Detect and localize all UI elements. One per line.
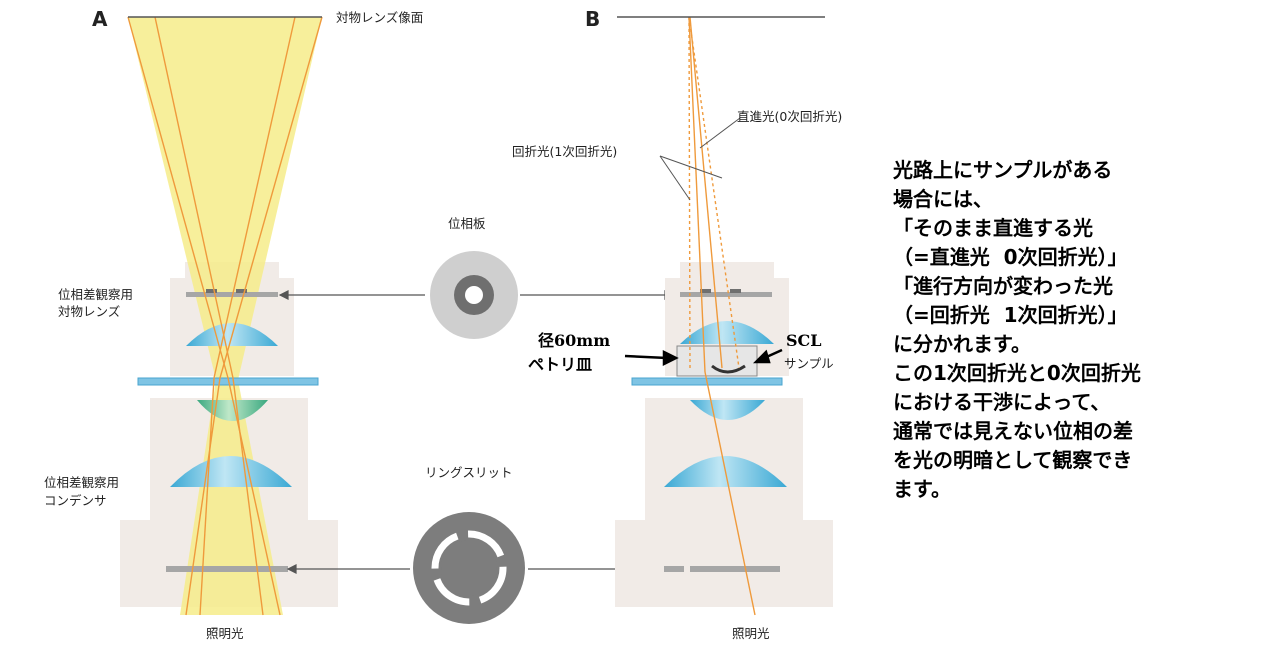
condenser-front-lens-b (690, 400, 765, 420)
phase-ring-a-right (236, 289, 247, 293)
condenser-lens-a (170, 456, 292, 487)
light-cone-a-upper (128, 17, 322, 380)
ring-slit-center (441, 540, 497, 596)
explanation-line: （=回折光 1次回折光）」 (893, 303, 1128, 327)
illumination-label-b: 照明光 (732, 626, 770, 641)
phase-plate-label: 位相板 (448, 216, 486, 231)
ring-slit-bar-a (166, 566, 288, 572)
explanation-line: ます。 (893, 477, 951, 501)
scl-label-line2: サンプル (784, 356, 834, 371)
explanation-line: における干渉によって、 (893, 390, 1111, 414)
phase-plate-center (465, 286, 483, 304)
panel-a-letter: A (92, 7, 108, 31)
explanation-text: 光路上にサンプルがある 場合には、 「そのまま直進する光 （=直進光 0次回折光… (893, 156, 1263, 504)
ring-slit-bar-b (664, 566, 780, 572)
objective-housing-b (680, 262, 774, 278)
light-cone-a-lower (180, 380, 283, 615)
condenser-label-line1: 位相差観察用 (44, 475, 119, 490)
panel-a: A 対物レンズ像面 位相差観察用 対物レンズ 位相差観察用 コンデンサ 照明光 (44, 7, 423, 641)
center-column: 位相板 リングスリット (278, 216, 675, 624)
rays-b (688, 16, 756, 616)
objective-label-line1: 位相差観察用 (58, 287, 133, 302)
petri-label-line1: 径60mm (538, 331, 610, 350)
explanation-line: 場合には、 (893, 187, 993, 211)
explanation-line: に分かれます。 (893, 332, 1031, 356)
explanation-line: 「進行方向が変わった光 (893, 274, 1113, 298)
phase-plate-bar-b (680, 292, 772, 297)
illumination-label-a: 照明光 (206, 626, 244, 641)
petri-dish (676, 345, 758, 377)
explanation-line: 光路上にサンプルがある (893, 158, 1113, 182)
explanation-line: この1次回折光と0次回折光 (893, 361, 1141, 385)
phase-ring-b-right (730, 289, 741, 293)
explanation-line: 通常では見えない位相の差 (893, 419, 1133, 443)
scl-sample (711, 364, 746, 374)
phase-ring-a-left (206, 289, 217, 293)
image-plane-label: 対物レンズ像面 (336, 10, 423, 25)
condenser-housing-b-base (615, 520, 833, 607)
ring-slit-label: リングスリット (425, 465, 513, 480)
scl-label-line1: SCL (786, 331, 822, 350)
panel-b-letter: B (585, 7, 600, 31)
condenser-label-line2: コンデンサ (44, 493, 107, 508)
explanation-line: 「そのまま直進する光 (893, 216, 1093, 240)
phase-plate-bar-a (186, 292, 278, 297)
label-pointers-b (659, 117, 741, 201)
rays-a (127, 16, 323, 616)
explanation-line: （=直進光 0次回折光）」 (893, 245, 1128, 269)
direct-light-label: 直進光(0次回折光) (737, 109, 842, 124)
ring-slit-ring (431, 530, 507, 606)
petri-label-line2: ペトリ皿 (528, 355, 592, 374)
diffracted-light-label: 回折光(1次回折光) (512, 144, 617, 159)
objective-label-line2: 対物レンズ (58, 304, 120, 319)
panel-b: B 直進光(0次回折光) 回折光(1次回折光) 径60mm ペトリ皿 SCL サ… (512, 7, 842, 641)
phase-ring-b-left (700, 289, 711, 293)
petri-arrows (624, 348, 783, 367)
explanation-line: を光の明暗として観察でき (893, 448, 1133, 472)
